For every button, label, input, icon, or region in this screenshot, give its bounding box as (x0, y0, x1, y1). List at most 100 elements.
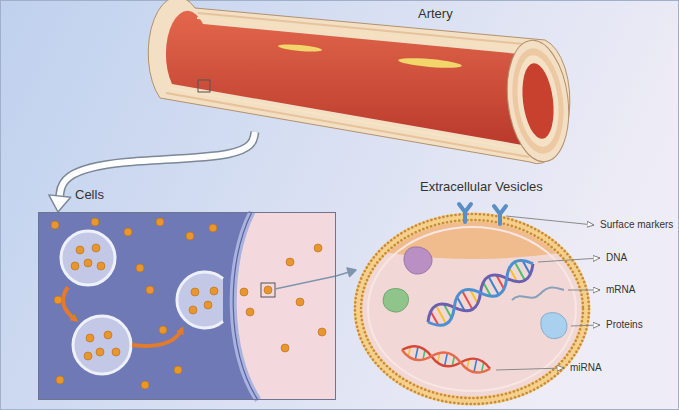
cell-illustration (141, 381, 149, 389)
vesicle-illustration (358, 217, 586, 401)
cell-illustration (159, 326, 167, 334)
cell-illustration (314, 244, 322, 252)
cell-illustration (38, 212, 336, 400)
cell-illustration (51, 221, 59, 229)
cell-illustration (264, 286, 272, 294)
heading-text: Cells (75, 187, 104, 202)
vesicle-illustration (515, 262, 525, 280)
vesicle-illustration (474, 359, 477, 372)
callout-label: Surface markers (600, 219, 673, 231)
arrow-outline (60, 132, 255, 196)
cell-illustration (281, 344, 289, 352)
vesicle-illustration (350, 204, 600, 404)
vesicle-illustration (355, 214, 589, 404)
artery-illustration (198, 80, 210, 92)
cell-illustration (146, 286, 154, 294)
heading-text: Artery (418, 6, 453, 21)
cell-illustration (174, 366, 182, 374)
cell-illustration (296, 298, 304, 306)
vesicle-illustration (512, 288, 564, 301)
cell-illustration (210, 287, 218, 295)
cell-illustration (275, 276, 336, 289)
cell-illustration (132, 329, 182, 346)
artery-illustration (198, 13, 544, 46)
artery-illustration (197, 18, 543, 51)
flow-arrow (336, 268, 356, 277)
leader-lines (568, 290, 600, 291)
cell-illustration (73, 316, 131, 374)
cell-illustration (191, 288, 199, 296)
arrow-head (347, 268, 356, 277)
artery-illustration (501, 37, 575, 165)
vesicle-illustration (401, 343, 492, 375)
vesicle-illustration (404, 247, 432, 274)
cell-illustration (96, 348, 104, 356)
cell-illustration (38, 212, 336, 400)
cell-illustration (54, 296, 62, 304)
vesicle-illustration (415, 346, 418, 359)
arrow-body (60, 132, 255, 196)
cell-illustration (209, 224, 217, 232)
vesicle-region: Extracellular Vesicles (356, 207, 600, 405)
artery-illustration (513, 53, 564, 149)
vesicle-illustration (541, 313, 567, 339)
artery-illustration (278, 43, 322, 53)
artery-illustration (507, 45, 570, 156)
cell-illustration (63, 287, 76, 320)
cell-illustration (186, 232, 194, 240)
cell-illustration (104, 331, 112, 339)
cell-illustration (112, 348, 120, 356)
leader-lines (496, 216, 600, 370)
vesicle-illustration (401, 343, 492, 375)
cell-illustration (38, 212, 258, 400)
vesicle-illustration (361, 220, 583, 398)
vesicle-illustration (423, 255, 538, 332)
arrow-line (336, 272, 348, 276)
cell-illustration (156, 218, 164, 226)
cell-panel: Cells (38, 212, 336, 400)
artery-illustration (501, 37, 575, 165)
cell-illustration (61, 231, 115, 285)
cell-illustration (76, 246, 84, 254)
vesicle-illustration (462, 291, 472, 309)
vesicle-illustration (401, 343, 492, 375)
vesicle-illustration (494, 206, 506, 224)
heading-text: Extracellular Vesicles (420, 179, 543, 194)
artery-illustration (148, 0, 575, 165)
arrow-head (49, 195, 71, 212)
callout-label: Proteins (606, 319, 643, 331)
vesicle-illustration (445, 353, 448, 366)
cell-illustration (71, 262, 79, 270)
artery-illustration (518, 61, 557, 140)
cell-illustration (124, 228, 132, 236)
cell-illustration (204, 301, 212, 309)
leader-lines (496, 368, 564, 370)
cell-illustration (240, 288, 248, 296)
callout-label: DNA (606, 252, 627, 264)
artery-illustration (169, 88, 530, 151)
cell-illustration (318, 328, 326, 336)
callout-label: miRNA (570, 362, 602, 374)
vesicle-illustration (436, 306, 446, 324)
vesicle-illustration (368, 227, 576, 391)
cell-illustration (97, 262, 105, 270)
vesicle-illustration (423, 255, 538, 332)
vesicle-illustration (459, 204, 471, 222)
cell-illustration (91, 218, 99, 226)
flow-arrow (49, 132, 255, 212)
cell-illustration (177, 272, 223, 328)
cell-illustration (233, 212, 258, 400)
cell-illustration (189, 306, 197, 314)
artery-illustration (166, 93, 529, 157)
cell-illustration (286, 258, 294, 266)
cell-illustration (92, 244, 100, 252)
cell-illustration (71, 244, 326, 360)
artery-illustration (148, 0, 570, 164)
cell-illustration (136, 264, 144, 272)
cell-illustration (84, 259, 92, 267)
leader-lines (571, 325, 600, 326)
